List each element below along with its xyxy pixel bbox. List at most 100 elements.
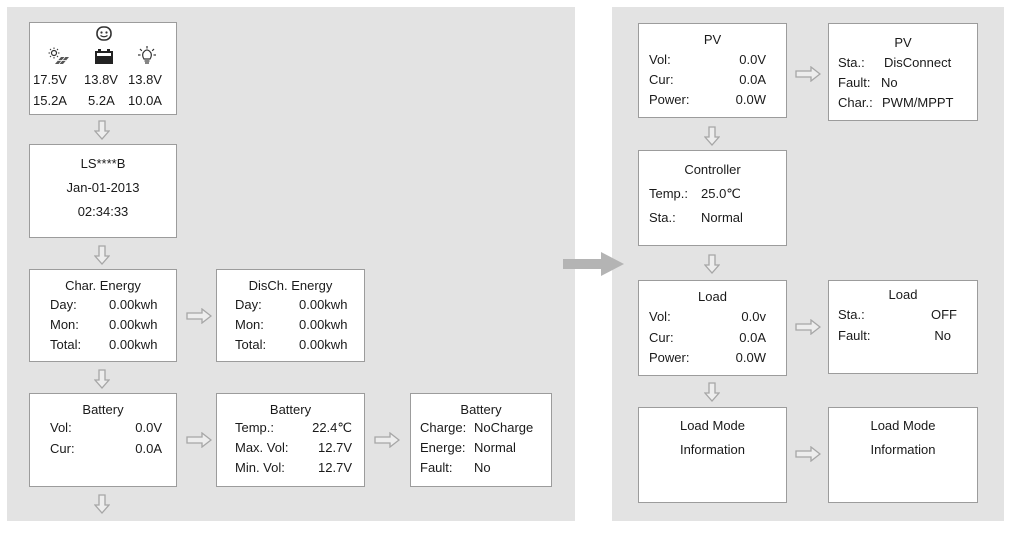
- light-bulb-icon: [138, 46, 156, 64]
- load-vol-label: Vol:: [649, 309, 671, 324]
- battery-icon: [95, 49, 113, 64]
- controller-title: Controller: [684, 162, 741, 177]
- down-arrow-icon: [704, 126, 720, 146]
- battery-voltage: 13.8V: [84, 72, 118, 87]
- load-mode-1-title: Load Mode: [679, 418, 746, 433]
- load-status-title: Load: [888, 287, 918, 302]
- pv-voltage: 17.5V: [33, 72, 67, 87]
- pv-fault-label: Fault:: [838, 75, 871, 90]
- battery-charge-value: NoCharge: [474, 420, 534, 435]
- charge-mon-value: 0.00kwh: [109, 317, 158, 332]
- charge-mon-label: Mon:: [50, 317, 79, 332]
- right-arrow-icon: [374, 432, 400, 448]
- down-arrow-icon: [94, 245, 110, 265]
- battery-vol-label: Vol:: [50, 420, 72, 435]
- controller-sta-label: Sta.:: [649, 210, 676, 225]
- load-voltage: 13.8V: [128, 72, 162, 87]
- status-smiley-icon: [96, 26, 112, 41]
- charge-energy-title: Char. Energy: [65, 278, 141, 293]
- load-power-value: 0.0W: [735, 350, 766, 365]
- pv-fault-value: No: [881, 75, 898, 90]
- controller-card: Controller Temp.: 25.0℃ Sta.: Normal: [638, 150, 787, 246]
- pv-power-value: 0.0W: [735, 92, 766, 107]
- pv-params-title: PV: [703, 32, 722, 47]
- right-arrow-icon: [795, 446, 821, 462]
- load-params-card: Load Vol: 0.0v Cur: 0.0A Power: 0.0W: [638, 280, 787, 376]
- right-arrow-icon: [186, 308, 212, 324]
- battery-cur-value: 0.0A: [135, 441, 162, 456]
- load-fault-label: Fault:: [838, 328, 871, 343]
- load-power-label: Power:: [649, 350, 690, 365]
- controller-temp-label: Temp.:: [649, 186, 689, 201]
- right-arrow-icon: [795, 319, 821, 335]
- status-card: 17.5V 13.8V 13.8V 15.2A 5.2A 10.0A: [29, 22, 177, 115]
- battery-temp-value: 22.4℃: [312, 420, 352, 435]
- pv-char-label: Char.:: [838, 95, 873, 110]
- down-arrow-icon: [704, 382, 720, 402]
- pv-vol-label: Vol:: [649, 52, 671, 67]
- solar-panel-icon: [48, 47, 69, 65]
- device-time: 02:34:33: [77, 204, 129, 219]
- device-model: LS****B: [80, 156, 126, 171]
- battery-temp-label: Temp.:: [235, 420, 275, 435]
- load-fault-value: No: [934, 328, 951, 343]
- load-status-card: Load Sta.: OFF Fault: No: [828, 280, 978, 374]
- load-mode-2-title: Load Mode: [870, 418, 936, 433]
- battery-fault-label: Fault:: [420, 460, 453, 475]
- pv-sta-value: DisConnect: [884, 55, 952, 70]
- pv-power-label: Power:: [649, 92, 690, 107]
- pv-status-title: PV: [894, 35, 912, 50]
- pv-sta-label: Sta.:: [838, 55, 865, 70]
- discharge-energy-card: DisCh. Energy Day: 0.00kwh Mon: 0.00kwh …: [216, 269, 365, 362]
- battery-status-title: Battery: [460, 402, 502, 417]
- discharge-day-label: Day:: [235, 297, 262, 312]
- down-arrow-icon: [704, 254, 720, 274]
- load-mode-1-info: Information: [679, 442, 746, 457]
- controller-sta-value: Normal: [701, 210, 743, 225]
- charge-total-label: Total:: [50, 337, 82, 352]
- discharge-total-value: 0.00kwh: [299, 337, 348, 352]
- battery-status-card: Battery Charge: NoCharge Energe: Normal …: [410, 393, 552, 487]
- charge-day-value: 0.00kwh: [109, 297, 158, 312]
- device-date: Jan-01-2013: [66, 180, 140, 195]
- battery-temp-card: Battery Temp.: 22.4℃ Max. Vol: 12.7V Min…: [216, 393, 365, 487]
- controller-temp-value: 25.0℃: [701, 186, 741, 201]
- battery-vol-value: 0.0V: [135, 420, 162, 435]
- battery-minvol-label: Min. Vol:: [235, 460, 285, 475]
- battery-minvol-value: 12.7V: [318, 460, 352, 475]
- battery-energe-value: Normal: [474, 440, 516, 455]
- load-current: 10.0A: [128, 93, 162, 108]
- down-arrow-icon: [94, 494, 110, 514]
- battery-charge-label: Charge:: [420, 420, 467, 435]
- pv-char-value: PWM/MPPT: [882, 95, 954, 110]
- pv-params-card: PV Vol: 0.0V Cur: 0.0A Power: 0.0W: [638, 23, 787, 118]
- down-arrow-icon: [94, 120, 110, 140]
- battery-fault-value: No: [474, 460, 491, 475]
- down-arrow-icon: [94, 369, 110, 389]
- charge-day-label: Day:: [50, 297, 77, 312]
- pv-vol-value: 0.0V: [739, 52, 766, 67]
- battery-basic-title: Battery: [82, 402, 124, 417]
- device-info-card: LS****B Jan-01-2013 02:34:33: [29, 144, 177, 238]
- right-arrow-icon: [186, 432, 212, 448]
- load-params-title: Load: [698, 289, 727, 304]
- battery-maxvol-label: Max. Vol:: [235, 440, 289, 455]
- discharge-total-label: Total:: [235, 337, 267, 352]
- battery-temp-title: Battery: [269, 402, 312, 417]
- discharge-mon-label: Mon:: [235, 317, 264, 332]
- charge-energy-card: Char. Energy Day: 0.00kwh Mon: 0.00kwh T…: [29, 269, 177, 362]
- battery-current: 5.2A: [88, 93, 115, 108]
- right-arrow-icon: [795, 66, 821, 82]
- load-cur-label: Cur:: [649, 330, 674, 345]
- discharge-mon-value: 0.00kwh: [299, 317, 348, 332]
- discharge-energy-title: DisCh. Energy: [248, 278, 333, 293]
- load-vol-value: 0.0v: [741, 309, 766, 324]
- load-mode-2-info: Information: [870, 442, 936, 457]
- battery-cur-label: Cur:: [50, 441, 75, 456]
- pv-cur-value: 0.0A: [739, 72, 766, 87]
- charge-total-value: 0.00kwh: [109, 337, 158, 352]
- load-sta-value: OFF: [931, 307, 957, 322]
- load-mode-card-1: Load Mode Information: [638, 407, 787, 503]
- load-sta-label: Sta.:: [838, 307, 865, 322]
- pv-status-card: PV Sta.: DisConnect Fault: No Char.: PWM…: [828, 23, 978, 121]
